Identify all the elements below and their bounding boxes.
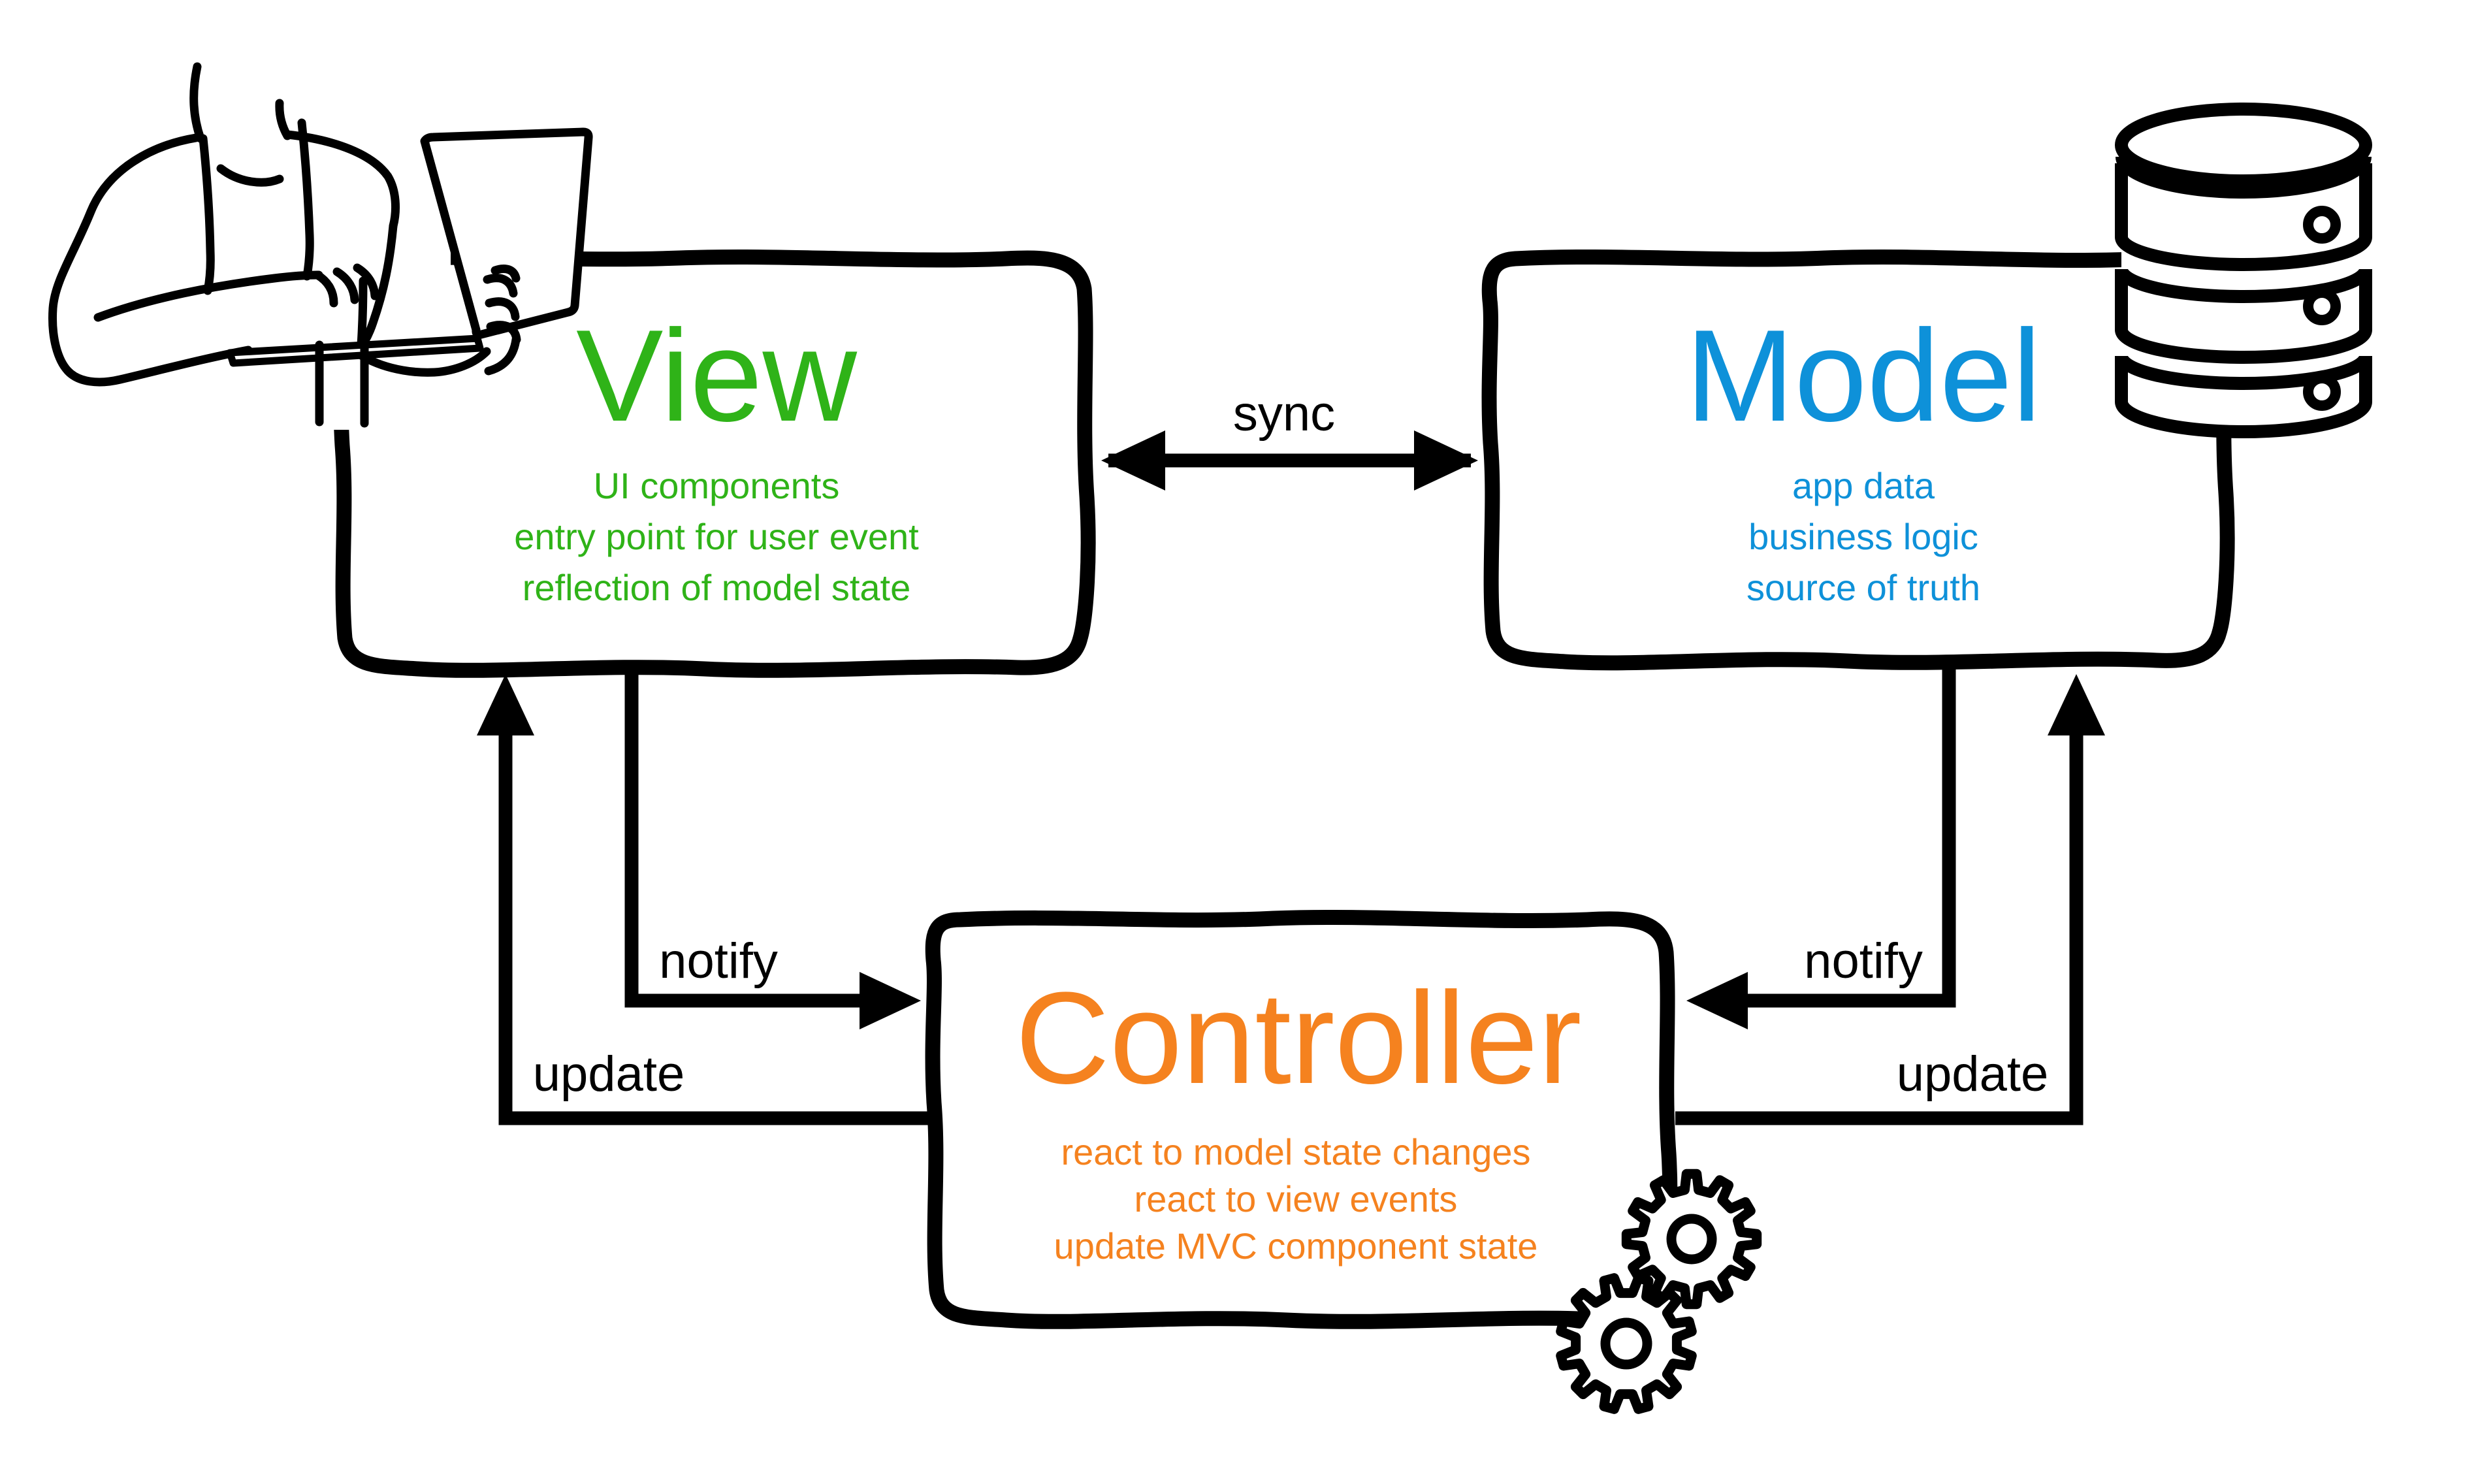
model-box-title: Model — [1685, 303, 2042, 449]
view-box-description: UI components entry point for user event… — [514, 460, 918, 613]
sync-arrow — [1101, 430, 1478, 491]
person-holding-hand — [483, 265, 521, 376]
notify-right-arrow-label: notify — [1804, 933, 1923, 989]
update-left-arrow-label: update — [532, 1046, 685, 1102]
view-desc-line: UI components — [593, 465, 840, 506]
view-desc-line: reflection of model state — [522, 567, 911, 608]
person-collar — [216, 164, 284, 187]
database-led-dot — [2303, 206, 2341, 244]
person-cardigan-edges — [199, 118, 314, 295]
controller-box-title: Controller — [1015, 965, 1582, 1111]
view-box-title: View — [576, 303, 857, 449]
person-right-shoulder — [283, 130, 400, 231]
laptop-screen — [420, 127, 593, 339]
gears-icon — [1556, 1169, 1762, 1414]
person-left-arm — [48, 133, 253, 387]
notify-arrow-view-to-controller — [624, 660, 921, 1029]
laptop-keyboard — [226, 334, 484, 367]
model-desc-line: app data — [1792, 465, 1935, 506]
notify-left-arrow-label: notify — [659, 933, 778, 989]
controller-desc-line: react to view events — [1134, 1178, 1458, 1219]
person-typing-fingers — [313, 263, 379, 308]
update-arrow-controller-to-view — [477, 674, 931, 1125]
controller-desc-line: react to model state changes — [1061, 1131, 1531, 1172]
model-box-description: app data business logic source of truth — [1746, 460, 1980, 613]
update-arrow-controller-to-model — [1675, 674, 2105, 1125]
sync-arrow-label: sync — [1232, 386, 1336, 442]
person-shirt-hem — [315, 336, 369, 428]
database-led-dot — [2303, 287, 2341, 325]
view-box — [332, 249, 1096, 678]
database-led-dot — [2303, 373, 2341, 411]
model-box — [1481, 249, 2235, 671]
person-laptop-illustration — [47, 57, 593, 430]
controller-desc-line: update MVC component state — [1054, 1225, 1538, 1266]
person-torso-edge — [357, 276, 368, 349]
controller-box-description: react to model state changes react to vi… — [1054, 1129, 1538, 1270]
model-desc-line: business logic — [1748, 516, 1978, 557]
notify-arrow-model-to-controller — [1686, 660, 1956, 1029]
update-right-arrow-label: update — [1896, 1046, 2049, 1102]
person-typing-forearm — [93, 270, 323, 322]
database-icon — [2115, 103, 2372, 438]
view-desc-line: entry point for user event — [514, 516, 919, 557]
model-desc-line: source of truth — [1746, 567, 1980, 608]
